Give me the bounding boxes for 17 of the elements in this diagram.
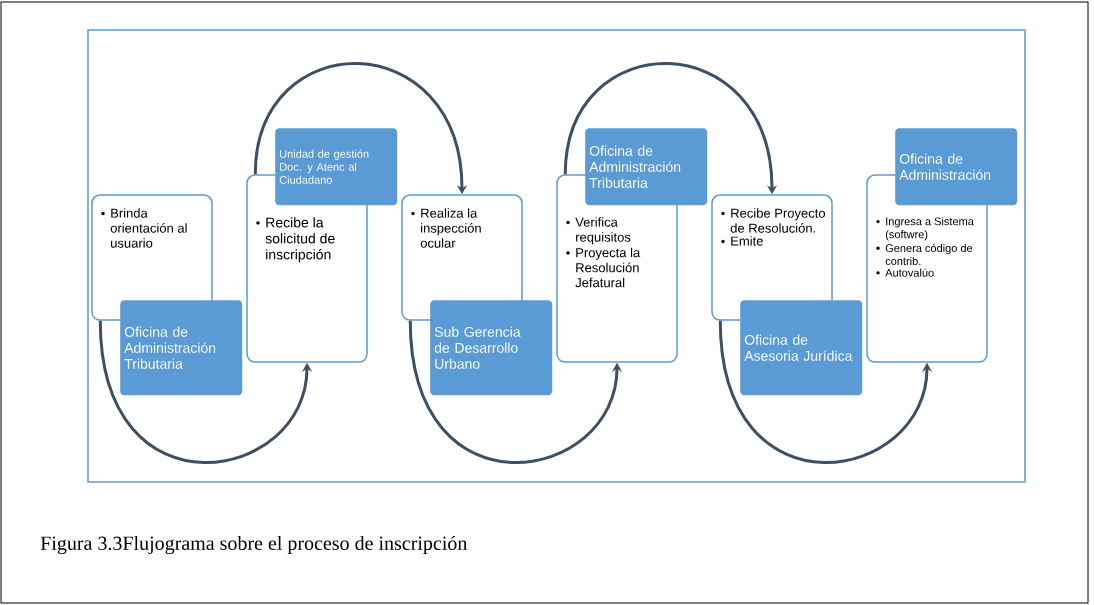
bullet-text: Ingresa a Sistema (softwre) bbox=[876, 217, 974, 241]
caption: Figura 3.3Flujograma sobre el proceso de inscripción bbox=[40, 535, 468, 555]
bullet-text: Verifica requisitos bbox=[566, 217, 631, 245]
heading-tab: Unidad de gestión Doc. y Atenc al Ciudadano bbox=[275, 128, 398, 206]
bullet-text: Realiza la inspección ocular bbox=[411, 208, 481, 248]
bullet-text: Recibe Proyecto de Resolución. bbox=[721, 208, 825, 233]
bullet-text: Autovalúo bbox=[876, 268, 934, 277]
bullet-text: Recibe la solicitud de inscripción bbox=[256, 217, 335, 263]
heading-tab: Oficina de Administración bbox=[895, 128, 1018, 206]
bullet-text: Emite bbox=[721, 236, 763, 246]
heading-tab: Oficina de Asesoria Jurídica bbox=[740, 300, 863, 396]
bullet-text: Genera código de contrib. bbox=[876, 243, 973, 266]
heading-tab: Oficina de Administración Tributaria bbox=[120, 300, 243, 396]
bullet-text: Proyecta la Resolución Jefatural bbox=[566, 247, 641, 288]
heading-tab: Sub Gerencia de Desarrollo Urbano bbox=[430, 300, 553, 396]
bullet-text: Brinda orientación al usuario bbox=[101, 208, 187, 248]
heading-tab: Oficina de Administración Tributaria bbox=[585, 128, 708, 206]
